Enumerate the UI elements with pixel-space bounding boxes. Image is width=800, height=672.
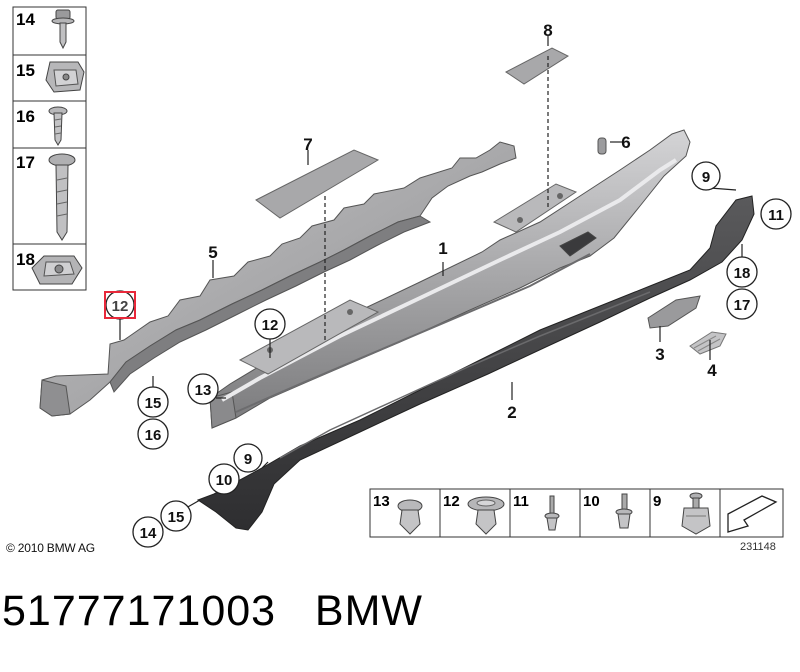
part-8-pad[interactable] <box>505 47 570 85</box>
callout-15-bottom[interactable]: 15 <box>160 500 192 532</box>
spring-nut-icon <box>45 61 85 93</box>
direction-arrow-icon <box>727 495 778 533</box>
rivet-icon <box>615 493 633 529</box>
side-legend: 14 15 16 <box>12 6 87 291</box>
svg-text:12: 12 <box>443 493 460 510</box>
callout-11[interactable]: 11 <box>760 198 792 230</box>
short-screw-icon <box>48 106 68 146</box>
callout-10[interactable]: 10 <box>208 463 240 495</box>
screw-with-washer-icon <box>51 9 75 50</box>
part-2-side-skirt[interactable] <box>196 195 755 531</box>
svg-text:9: 9 <box>702 169 710 186</box>
drawing-number: 231148 <box>740 541 776 553</box>
legend-number: 15 <box>16 61 35 80</box>
callout-8[interactable]: 8 <box>543 21 552 40</box>
clip-nut-icon <box>31 255 83 285</box>
push-pin-icon <box>544 495 560 531</box>
callout-9-bottom[interactable]: 9 <box>233 443 263 473</box>
callouts: 8 7 6 5 1 2 3 4 <box>208 21 717 422</box>
svg-text:16: 16 <box>145 427 162 444</box>
bottom-legend: 13 12 11 10 <box>369 488 784 538</box>
callout-4[interactable]: 4 <box>707 361 717 380</box>
legend-item-9[interactable]: 9 <box>653 492 711 535</box>
brand-name: BMW <box>314 587 423 635</box>
part-number: 51777171003 <box>2 587 277 635</box>
svg-text:17: 17 <box>734 297 751 314</box>
legend-number: 17 <box>16 153 35 172</box>
callout-2[interactable]: 2 <box>507 403 516 422</box>
legend-item-10[interactable]: 10 <box>583 493 633 529</box>
svg-text:13: 13 <box>195 382 212 399</box>
legend-item-18[interactable]: 18 <box>16 250 83 285</box>
callout-14[interactable]: 14 <box>132 516 164 548</box>
part-4-trim[interactable] <box>689 331 727 355</box>
expanding-rivet-icon <box>397 499 423 535</box>
callout-1[interactable]: 1 <box>438 239 447 258</box>
clip-with-screw-icon <box>681 492 711 535</box>
legend-number: 18 <box>16 250 35 269</box>
callout-5[interactable]: 5 <box>208 243 217 262</box>
svg-text:13: 13 <box>373 493 390 510</box>
svg-text:18: 18 <box>734 265 751 282</box>
diagram-canvas: 14 15 16 <box>12 6 792 548</box>
legend-item-15[interactable]: 15 <box>16 61 85 93</box>
callout-12-highlighted[interactable]: 12 <box>104 290 136 320</box>
svg-text:12: 12 <box>262 317 279 334</box>
part-5-bracket-rail[interactable] <box>39 141 517 417</box>
part-7-pad[interactable] <box>255 149 380 219</box>
svg-text:9: 9 <box>244 451 252 468</box>
callout-15-top[interactable]: 15 <box>137 386 169 418</box>
legend-item-13[interactable]: 13 <box>373 493 423 535</box>
svg-text:10: 10 <box>583 493 600 510</box>
callout-3[interactable]: 3 <box>655 345 664 364</box>
callout-16[interactable]: 16 <box>137 418 169 450</box>
svg-text:14: 14 <box>140 525 157 542</box>
callout-6[interactable]: 6 <box>621 133 630 152</box>
flat-head-clip-icon <box>467 496 505 535</box>
callout-9-top[interactable]: 9 <box>691 161 721 191</box>
legend-number: 16 <box>16 107 35 126</box>
svg-text:11: 11 <box>768 207 784 224</box>
callout-7[interactable]: 7 <box>303 135 312 154</box>
copyright-notice: © 2010 BMW AG <box>6 541 95 555</box>
callout-18[interactable]: 18 <box>726 256 758 288</box>
callout-12-sill[interactable]: 12 <box>254 308 286 340</box>
svg-text:15: 15 <box>168 509 185 526</box>
svg-text:11: 11 <box>513 493 529 510</box>
callout-17[interactable]: 17 <box>726 288 758 320</box>
page-footer: 51777171003 BMW <box>2 587 423 636</box>
long-screw-icon <box>48 153 76 241</box>
part-1-sill[interactable] <box>209 129 691 429</box>
legend-item-16[interactable]: 16 <box>16 106 68 146</box>
circled-callouts: 9 11 18 17 12 12 15 16 <box>104 161 792 548</box>
part-3-trim[interactable] <box>647 295 701 329</box>
svg-text:10: 10 <box>216 472 233 489</box>
legend-item-11[interactable]: 11 <box>513 493 560 531</box>
leader-lines <box>119 36 743 509</box>
svg-text:12: 12 <box>112 298 129 315</box>
legend-number: 14 <box>16 10 35 29</box>
legend-item-14[interactable]: 14 <box>16 9 75 50</box>
svg-text:15: 15 <box>145 395 162 412</box>
svg-text:9: 9 <box>653 493 661 510</box>
callout-13[interactable]: 13 <box>187 373 219 405</box>
part-6-pin[interactable] <box>597 137 607 155</box>
legend-item-12[interactable]: 12 <box>443 493 505 535</box>
legend-item-17[interactable]: 17 <box>16 153 76 241</box>
